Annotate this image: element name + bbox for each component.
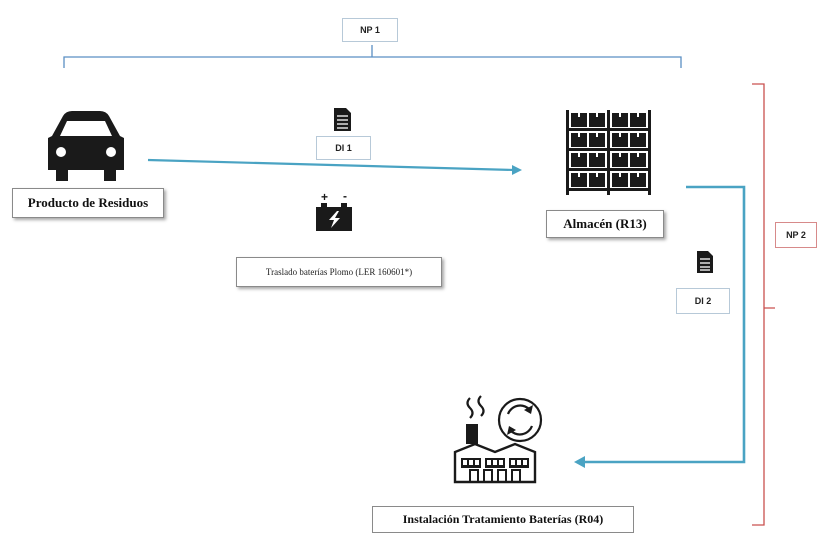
- transfer-box: Traslado baterías Plomo (LER 160601*): [236, 257, 442, 287]
- document-icon: [334, 108, 351, 131]
- np1-tag: NP 1: [342, 18, 398, 42]
- np2-tag: NP 2: [775, 222, 817, 248]
- facility-label: Instalación Tratamiento Baterías (R04): [402, 512, 604, 526]
- battery-icon: [316, 203, 352, 231]
- di2-tag: DI 2: [676, 288, 730, 314]
- np1-bracket: [63, 45, 682, 68]
- flow-arrow-di2: [584, 185, 746, 464]
- battery-plus-label: +: [321, 190, 329, 204]
- np2-label: NP 2: [786, 230, 806, 240]
- document-icon: [697, 251, 713, 273]
- recycling-factory-icon: [453, 395, 543, 484]
- warehouse-shelves-icon: [566, 110, 651, 195]
- np2-bracket: [752, 83, 775, 526]
- flow-arrowhead-di2: [574, 456, 585, 468]
- facility-box: Instalación Tratamiento Baterías (R04): [372, 506, 634, 533]
- battery-minus-label: -: [343, 189, 347, 203]
- flow-arrow-di1: [147, 158, 515, 172]
- flow-arrowhead-di1: [512, 165, 522, 175]
- producer-label: Producto de Residuos: [27, 195, 149, 210]
- warehouse-box: Almacén (R13): [546, 210, 664, 238]
- transfer-label: Traslado baterías Plomo (LER 160601*): [265, 267, 413, 277]
- di2-label: DI 2: [694, 296, 712, 306]
- warehouse-label: Almacén (R13): [563, 216, 647, 231]
- car-icon: [48, 111, 124, 181]
- producer-box: Producto de Residuos: [12, 188, 164, 218]
- di1-tag: DI 1: [316, 136, 371, 160]
- np1-label: NP 1: [360, 25, 380, 35]
- di1-label: DI 1: [335, 143, 352, 153]
